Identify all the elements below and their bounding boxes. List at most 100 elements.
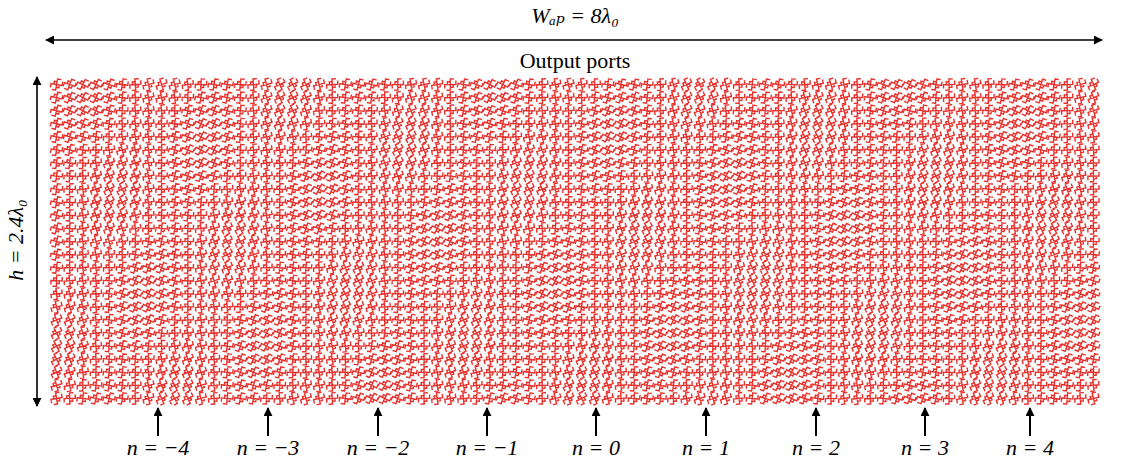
unit-cell — [143, 223, 154, 234]
unit-cell — [63, 77, 77, 91]
unit-cell — [220, 91, 233, 104]
unit-cell — [587, 378, 602, 393]
unit-cell — [194, 116, 209, 131]
unit-cell — [509, 208, 524, 223]
unit-cell — [1034, 90, 1048, 104]
unit-cell — [351, 391, 365, 405]
unit-cell — [811, 170, 824, 183]
unit-cell — [864, 169, 877, 182]
unit-cell — [391, 352, 405, 366]
unit-cell — [156, 340, 167, 351]
unit-cell — [365, 209, 377, 221]
unit-cell — [1073, 339, 1088, 354]
unit-cell — [364, 287, 378, 301]
unit-cell — [128, 273, 143, 288]
unit-cell — [417, 130, 432, 145]
unit-cell — [627, 247, 642, 262]
unit-cell — [418, 196, 431, 209]
unit-cell — [364, 274, 378, 288]
unit-cell — [838, 340, 851, 353]
unit-cell — [955, 286, 970, 301]
unit-cell — [811, 365, 825, 379]
unit-cell — [443, 261, 457, 275]
unit-cell — [746, 104, 759, 117]
unit-cell — [956, 366, 969, 379]
unit-cell — [837, 208, 852, 223]
unit-cell — [614, 287, 627, 300]
unit-cell — [562, 209, 574, 221]
unit-cell — [338, 299, 353, 314]
unit-cell — [63, 157, 76, 170]
unit-cell — [313, 379, 326, 392]
unit-cell — [903, 195, 917, 209]
unit-cell — [181, 182, 195, 196]
unit-cell — [115, 313, 129, 327]
unit-cell — [156, 209, 168, 221]
unit-cell — [758, 300, 772, 314]
unit-cell — [273, 366, 286, 379]
unit-cell — [851, 131, 863, 143]
unit-cell — [615, 301, 628, 314]
unit-cell — [930, 353, 943, 366]
unit-cell — [981, 339, 995, 353]
unit-cell — [850, 182, 864, 196]
unit-cell — [391, 91, 404, 104]
unit-cell — [641, 78, 653, 90]
unit-cell — [523, 236, 535, 248]
unit-cell — [168, 287, 181, 300]
unit-cell — [877, 366, 890, 379]
unit-cell — [351, 273, 366, 288]
unit-cell — [653, 182, 667, 196]
unit-cell — [772, 144, 784, 156]
unit-cell — [378, 169, 392, 183]
unit-cell — [824, 90, 838, 104]
unit-cell — [168, 352, 182, 366]
unit-cell — [1086, 326, 1101, 341]
unit-cell — [366, 118, 378, 130]
unit-cell — [365, 170, 377, 182]
unit-cell — [810, 103, 825, 118]
unit-cell — [969, 327, 981, 339]
unit-cell — [563, 196, 575, 208]
unit-cell — [601, 261, 614, 274]
unit-cell — [825, 366, 837, 378]
unit-cell — [549, 91, 562, 104]
unit-cell — [510, 340, 522, 352]
unit-cell — [457, 117, 470, 130]
unit-cell — [838, 274, 851, 287]
unit-cell — [1074, 182, 1087, 195]
unit-cell — [325, 326, 339, 340]
unit-cell — [169, 314, 181, 326]
unit-cell — [141, 286, 156, 301]
unit-cell — [785, 156, 799, 170]
unit-cell — [1048, 157, 1060, 169]
unit-cell — [193, 129, 208, 144]
unit-cell — [1088, 223, 1099, 234]
unit-cell — [706, 222, 720, 236]
unit-cell — [903, 379, 917, 393]
unit-cell — [969, 222, 983, 236]
unit-cell — [351, 300, 366, 315]
unit-cell — [208, 314, 220, 326]
unit-cell — [640, 247, 655, 262]
unit-cell — [863, 221, 877, 235]
unit-cell — [707, 262, 719, 274]
unit-cell — [50, 209, 63, 222]
unit-cell — [745, 156, 759, 170]
unit-cell — [168, 183, 181, 196]
unit-cell — [851, 392, 864, 405]
unit-cell — [1074, 195, 1088, 209]
unit-cell — [365, 78, 379, 92]
unit-cell — [771, 287, 785, 301]
unit-cell — [928, 156, 943, 171]
unit-cell — [115, 274, 129, 288]
unit-cell — [496, 222, 510, 236]
unit-cell — [720, 340, 732, 352]
unit-cell — [102, 156, 116, 170]
unit-cell — [1020, 103, 1035, 118]
unit-cell — [154, 391, 169, 406]
unit-cell — [326, 130, 339, 143]
unit-cell — [168, 169, 181, 182]
unit-cell — [563, 157, 574, 168]
unit-cell — [62, 339, 77, 354]
